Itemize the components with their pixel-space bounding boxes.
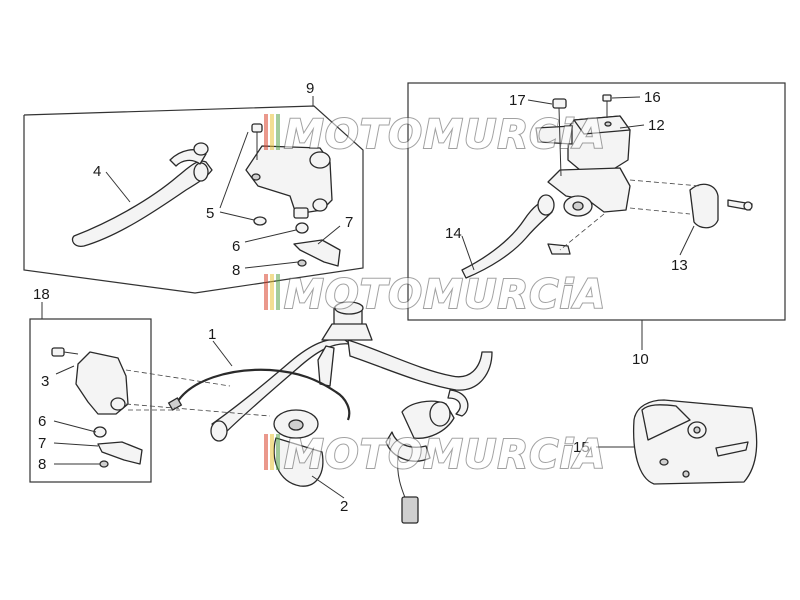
clutch-cable bbox=[167, 368, 351, 421]
callout-6a: 6 bbox=[232, 238, 240, 255]
callout-5: 5 bbox=[206, 205, 214, 222]
group-18-frame bbox=[29, 318, 152, 483]
callout-labels: 1 2 3 4 5 6 7 8 9 10 12 13 14 15 16 17 1… bbox=[33, 80, 688, 515]
switch-7 bbox=[293, 222, 341, 267]
bolt-5 bbox=[251, 123, 267, 226]
watermark-text-top: MOTOMURCiA bbox=[284, 112, 606, 158]
callout-17: 17 bbox=[509, 92, 526, 109]
watermark-middle: MOTOMURCiA bbox=[264, 271, 606, 319]
callout-12: 12 bbox=[648, 117, 665, 134]
watermark-text-middle: MOTOMURCiA bbox=[284, 272, 606, 318]
brake-lever-14 bbox=[461, 194, 571, 279]
master-cylinder-12 bbox=[535, 115, 631, 217]
handlebar-assembly bbox=[210, 301, 493, 524]
callout-4: 4 bbox=[93, 163, 101, 180]
hand-guard-15 bbox=[632, 399, 758, 485]
callout-15: 15 bbox=[573, 439, 590, 456]
screw-17 bbox=[552, 98, 567, 177]
callout-13: 13 bbox=[671, 257, 688, 274]
leader-lines bbox=[41, 96, 695, 499]
callout-6b: 6 bbox=[38, 413, 46, 430]
lever-bracket-18 bbox=[51, 347, 143, 468]
screw-16 bbox=[602, 94, 612, 118]
watermark-text-bottom: MOTOMURCiA bbox=[284, 432, 606, 478]
callout-8b: 8 bbox=[38, 456, 46, 473]
callout-1: 1 bbox=[208, 326, 216, 343]
lever-bracket-9 bbox=[245, 145, 333, 219]
callout-8a: 8 bbox=[232, 262, 240, 279]
callout-3: 3 bbox=[41, 373, 49, 390]
callout-14: 14 bbox=[445, 225, 462, 242]
callout-16: 16 bbox=[644, 89, 661, 106]
group-9-frame bbox=[23, 105, 364, 294]
assembly-lines-18 bbox=[125, 369, 271, 417]
watermark-bottom: MOTOMURCiA bbox=[264, 431, 606, 479]
callout-2: 2 bbox=[340, 498, 348, 515]
callout-7a: 7 bbox=[345, 214, 353, 231]
clamp-13 bbox=[689, 183, 753, 229]
callout-9: 9 bbox=[306, 80, 314, 97]
clutch-lever-4 bbox=[71, 142, 213, 247]
assembly-lines-10 bbox=[559, 179, 701, 251]
callout-10: 10 bbox=[632, 351, 649, 368]
callout-7b: 7 bbox=[38, 435, 46, 452]
callout-18: 18 bbox=[33, 286, 50, 303]
group-10-frame bbox=[407, 82, 786, 321]
watermark-top: MOTOMURCiA bbox=[264, 111, 606, 159]
